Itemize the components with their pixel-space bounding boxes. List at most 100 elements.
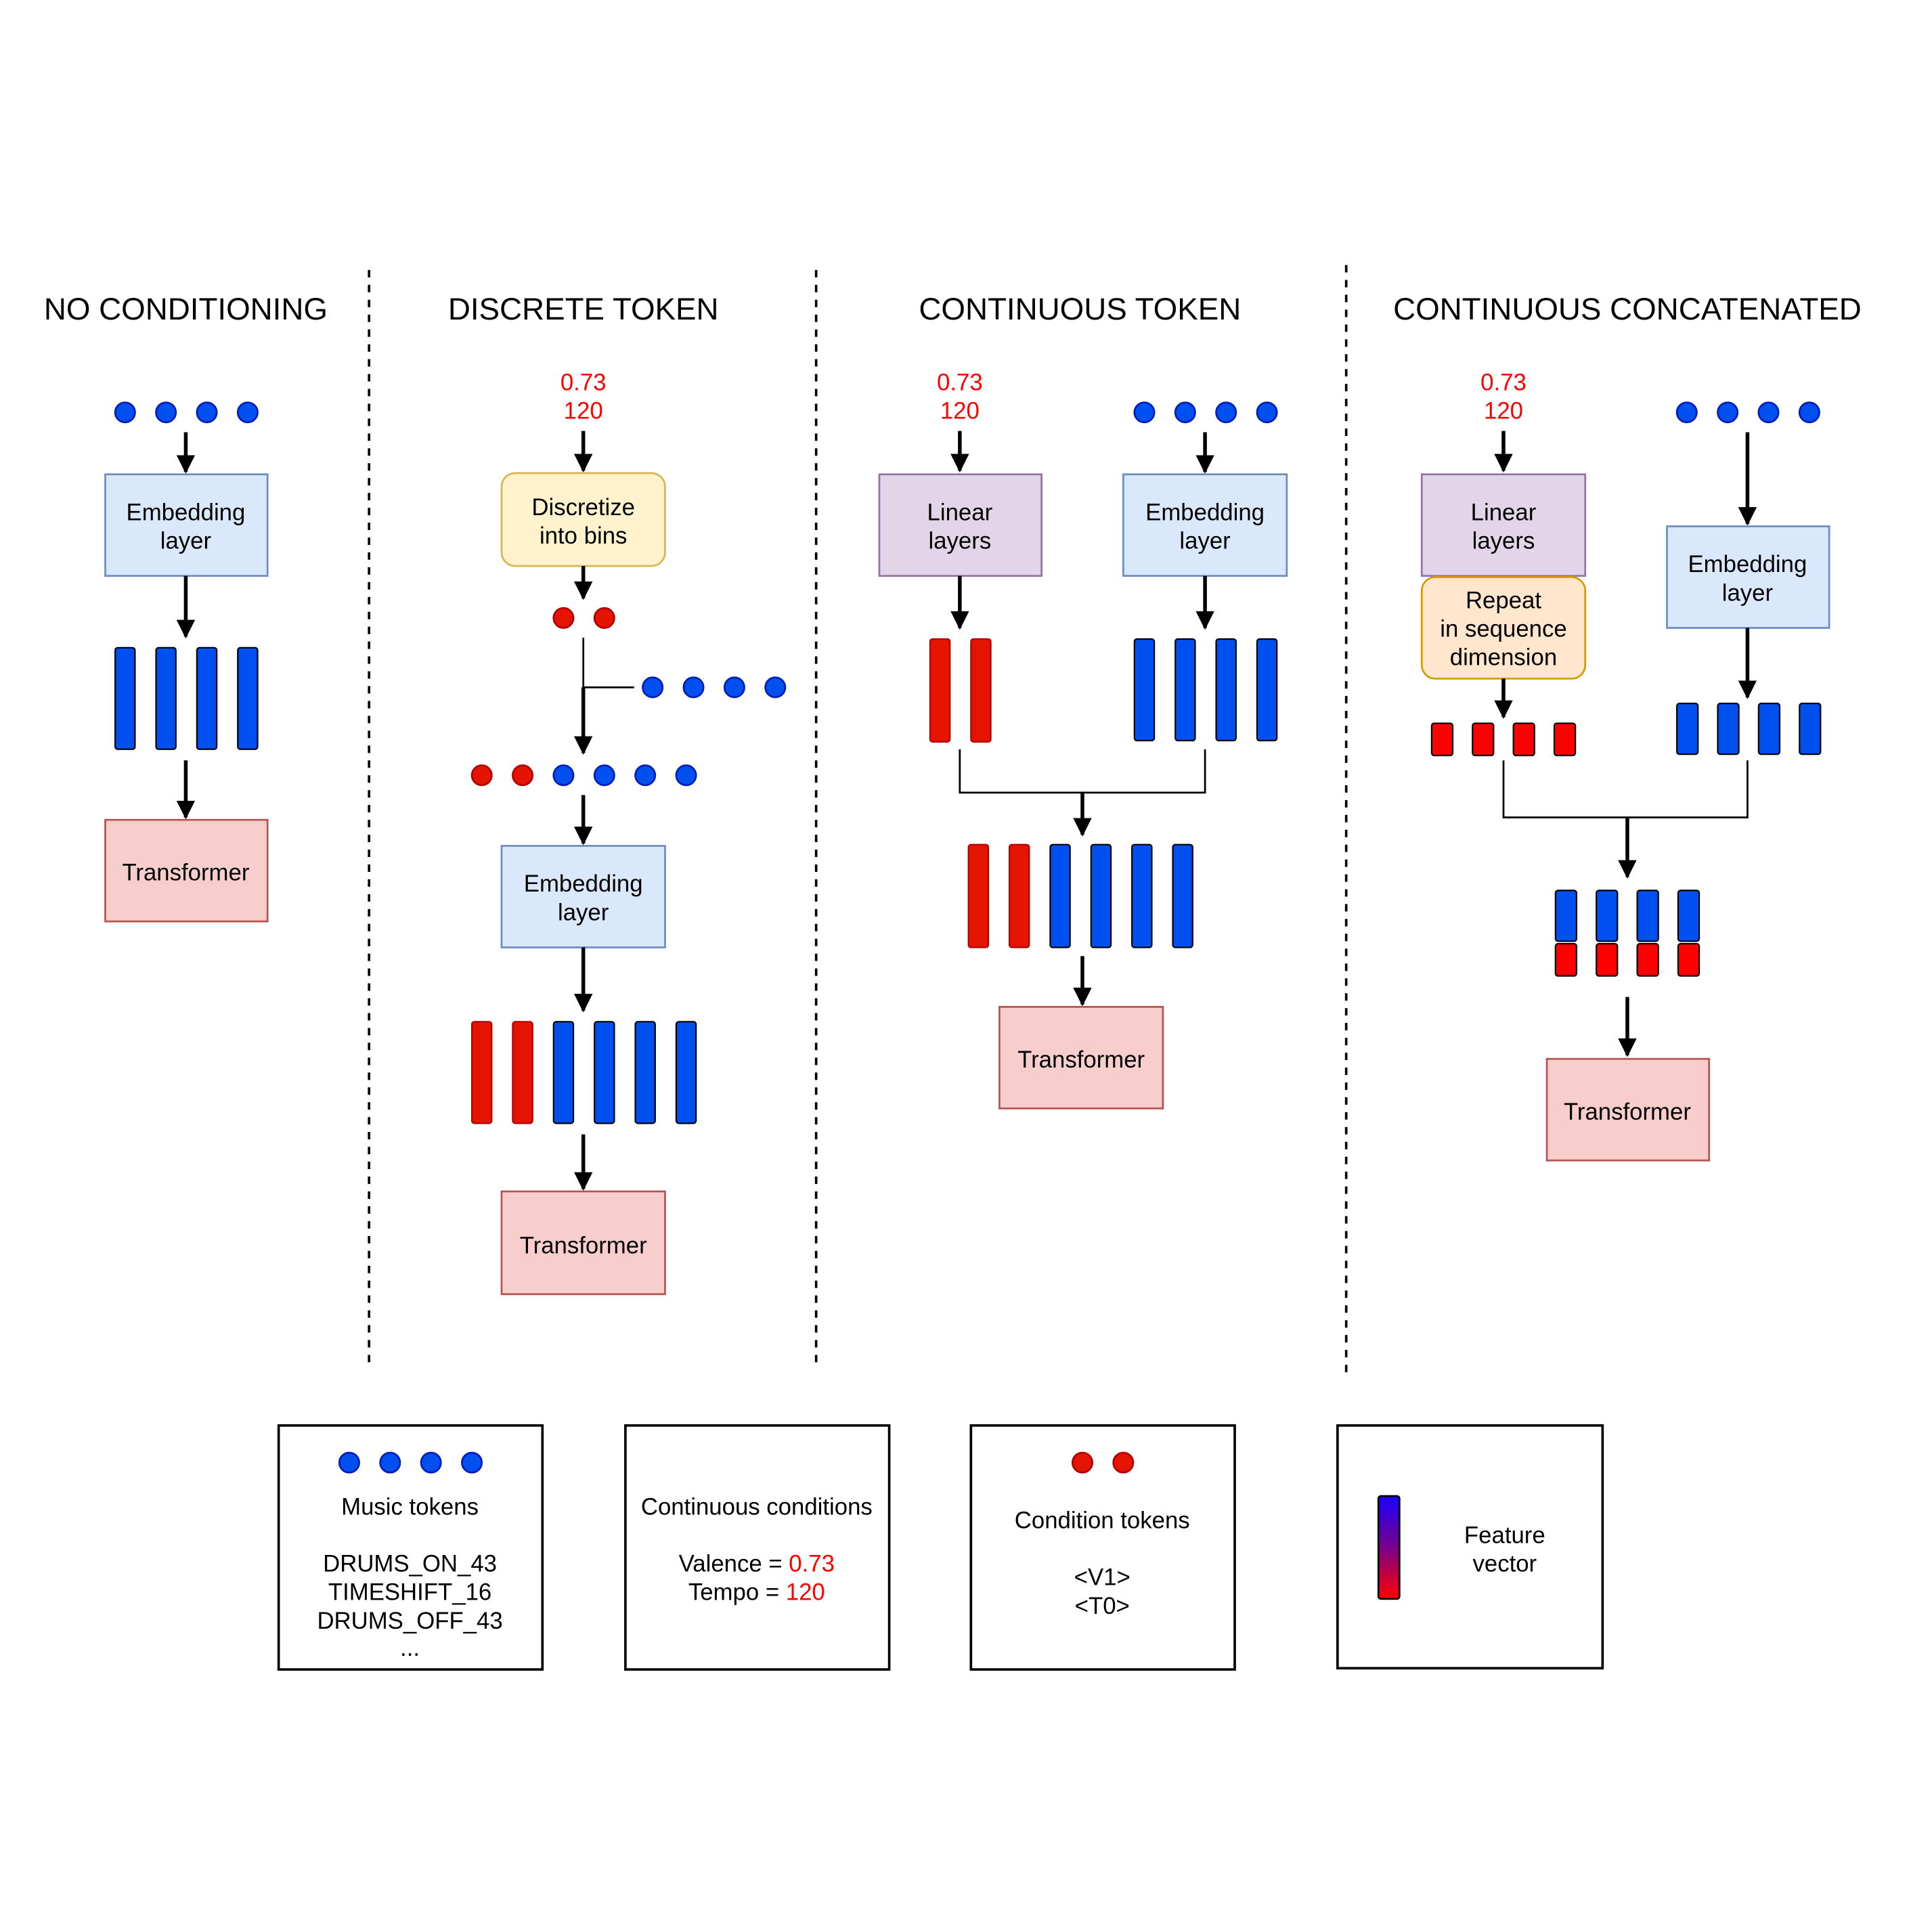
music-feature-vector (1131, 843, 1153, 948)
music-feature-vector (1174, 638, 1196, 742)
music-feature-vector (155, 646, 177, 750)
legend: Music tokens DRUMS_ON_43 TIMESHIFT_16 DR… (277, 1424, 1604, 1671)
music-token (155, 401, 177, 424)
music-token (1757, 401, 1780, 424)
condition-feature-vector (967, 843, 990, 948)
music-feature-vector (237, 646, 259, 750)
legend-condition-token-example: <T0> (1075, 1594, 1130, 1619)
transformer-box (998, 1006, 1164, 1110)
music-token (338, 1451, 360, 1474)
music-token (196, 401, 218, 424)
feature-vector-row (470, 1021, 697, 1124)
legend-feature-vector-label-1: Feature (1464, 1523, 1545, 1549)
music-feature-vector (114, 646, 136, 750)
repeat-label-3: dimension (1450, 644, 1557, 670)
transformer-label: Transformer (122, 860, 249, 886)
music-feature-vector (1757, 703, 1781, 755)
transformer-box (104, 818, 269, 923)
condition-feature-vector (1430, 722, 1454, 757)
music-token (675, 764, 697, 787)
music-feature-vector (1090, 843, 1112, 948)
music-vector-row (1676, 703, 1822, 755)
condition-feature-vector (1512, 722, 1535, 757)
linear-layers-box (1420, 473, 1587, 577)
legend-tempo-line: Tempo = 120 (688, 1580, 825, 1606)
legend-music-tokens-box (277, 1424, 544, 1671)
embedding-layer-box (1122, 473, 1288, 577)
legend-valence-line: Valence = 0.73 (679, 1552, 835, 1577)
input-valence: 0.73 (1480, 370, 1527, 395)
legend-music-token-example: TIMESHIFT_16 (328, 1580, 491, 1606)
music-token (1215, 401, 1237, 424)
music-token-row (1675, 401, 1820, 424)
feature-vector-row (967, 843, 1193, 948)
music-token-row (114, 401, 259, 424)
merge-connector (959, 749, 1206, 794)
no-conditioning-panel: Embedding layer Transformer (104, 401, 269, 923)
music-feature-vector (1133, 638, 1156, 742)
discretize-label-2: into bins (540, 523, 627, 549)
condition-feature-vector (1596, 942, 1619, 977)
title-no-conditioning: NO CONDITIONING (44, 292, 328, 326)
condition-feature-vector (929, 638, 951, 743)
condition-feature-vector (470, 1021, 493, 1124)
condition-token (552, 607, 575, 629)
music-token (1174, 401, 1196, 424)
music-token-row (642, 676, 787, 699)
music-token (420, 1451, 442, 1474)
music-feature-vector (634, 1021, 656, 1124)
legend-valence-value: 0.73 (789, 1552, 835, 1577)
repeat-label-1: Repeat (1466, 588, 1541, 613)
input-tempo: 120 (940, 398, 980, 424)
discrete-token-panel: 0.73 120 Discretize into bins (470, 370, 787, 1296)
linear-layers-label-2: layers (1472, 528, 1535, 554)
concatenated-vector-row (1554, 890, 1700, 977)
embedding-layer-label-2: layer (1179, 528, 1230, 554)
music-feature-vector (1554, 890, 1578, 942)
transformer-box (500, 1190, 666, 1296)
embedding-layer-label-1: Embedding (1145, 500, 1265, 525)
embedding-layer-label-1: Embedding (524, 871, 643, 897)
input-valence: 0.73 (561, 370, 607, 395)
music-feature-vector (1596, 890, 1619, 942)
music-feature-vector (594, 1021, 615, 1124)
continuous-concatenated-panel: 0.73 120 Linear layers Repeat in sequenc… (1420, 370, 1830, 1162)
condition-feature-vector (512, 1021, 533, 1124)
condition-feature-vector (1008, 843, 1030, 948)
music-feature-vector (196, 646, 218, 750)
music-feature-vector (552, 1021, 575, 1124)
embedding-layer-box (104, 473, 269, 577)
legend-tempo-value: 120 (786, 1580, 825, 1606)
condition-token-row (552, 607, 615, 629)
legend-continuous-conditions-box (624, 1424, 891, 1671)
music-feature-vector (1636, 890, 1659, 942)
music-token (461, 1451, 483, 1474)
music-token (114, 401, 136, 424)
condition-feature-vector (1553, 722, 1577, 757)
music-token (1675, 401, 1698, 424)
music-token (552, 764, 575, 787)
music-feature-vector (675, 1021, 697, 1124)
feature-vector-row (114, 646, 259, 750)
music-feature-vector (1676, 703, 1699, 755)
legend-tempo-label: Tempo = (688, 1580, 786, 1606)
continuous-token-panel: 0.73 120 Linear layers Embedding layer (878, 370, 1288, 1110)
embedding-layer-label-1: Embedding (1688, 552, 1807, 577)
music-feature-vector (1677, 890, 1700, 942)
title-continuous-token: CONTINUOUS TOKEN (919, 292, 1241, 326)
music-token (682, 676, 705, 699)
music-token (764, 676, 787, 699)
legend-condition-token-example: <V1> (1074, 1565, 1130, 1591)
legend-continuous-conditions-title: Continuous conditions (641, 1494, 873, 1520)
input-valence: 0.73 (937, 370, 983, 395)
merge-connector (1502, 760, 1749, 818)
legend-feature-vector-label-2: vector (1473, 1552, 1537, 1577)
music-feature-vector (1717, 703, 1740, 755)
condition-token (1071, 1451, 1093, 1474)
condition-feature-vector (1472, 722, 1495, 757)
condition-feature-vector (1677, 942, 1700, 977)
legend-valence-label: Valence = (679, 1552, 789, 1577)
legend-music-token-example: DRUMS_ON_43 (323, 1552, 497, 1577)
condition-feature-vector (1554, 942, 1578, 977)
legend-music-token-example: ... (400, 1635, 420, 1661)
